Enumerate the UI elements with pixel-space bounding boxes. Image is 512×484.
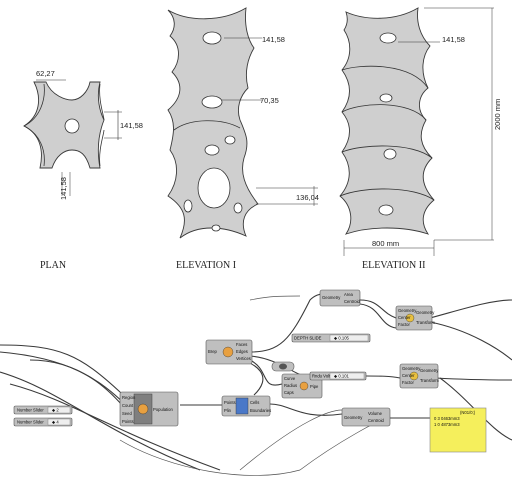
brep-out-faces: Faces: [236, 342, 247, 347]
depth-slider[interactable]: DEPTH SLIDE ◆ 0.105: [291, 333, 371, 343]
pipe-in-caps: Caps: [284, 390, 294, 395]
elev1-hole-4: [204, 144, 220, 156]
elev1-hole-3: [224, 135, 236, 145]
brep-out-vertices: Vertices: [236, 356, 251, 361]
voronoi-component[interactable]: Points Plin Cells Boundaries: [221, 395, 271, 417]
volume-in-geometry: Geometry: [344, 415, 363, 420]
slider-1-value: ◆ 2: [52, 408, 59, 413]
area-component[interactable]: Geometry Area Centroid: [319, 289, 360, 307]
panel-line-2: 1 0 4873mm3: [434, 422, 460, 427]
output-panel[interactable]: (N01/0;) 0 3 0463mm3 1 0 4873mm3: [429, 407, 487, 453]
plan-label: PLAN: [40, 260, 66, 271]
elevation2-shape: [339, 7, 435, 235]
area-in-geometry: Geometry: [322, 295, 341, 300]
plan-dim-bottom: 141,58: [59, 177, 68, 200]
voronoi-icon: [235, 397, 249, 415]
elevation1-view: 141,58 70,35 136,04 ELEVATION I: [167, 7, 319, 271]
slider-1-name: Number Slider: [17, 408, 44, 413]
plan-dim-right: 141,58: [120, 121, 143, 130]
brep-icon: [222, 346, 234, 358]
brep-component[interactable]: Brep Faces Edges Vertices: [205, 339, 253, 365]
elevation2-view: 141,58 2000 mm 800 mm ELEVATION II: [339, 7, 502, 271]
scale-2-out-transform: Transform: [420, 378, 439, 383]
elev1-hole-5: [197, 167, 231, 209]
number-slider-2[interactable]: Number Slider ◆ 4: [13, 417, 73, 427]
area-out-area: Area: [344, 292, 354, 297]
depth-slider-value: ◆ 0.105: [334, 336, 350, 341]
elevation2-label: ELEVATION II: [362, 260, 425, 271]
depth-slider-name: DEPTH SLIDE: [294, 336, 322, 341]
populate-in-region: Region: [122, 395, 136, 400]
scale-2-in-geometry: Geometry: [402, 366, 421, 371]
plan-shape: [23, 81, 105, 169]
scale-2-icon: [409, 371, 419, 381]
elev1-dim-top: 141,58: [262, 35, 285, 44]
voronoi-out-boundaries: Boundaries: [250, 408, 271, 413]
volume-component[interactable]: Geometry Volume Centroid: [341, 407, 391, 427]
elev1-hole-7: [233, 202, 243, 214]
rndu-slider[interactable]: Rndu Volt ◆ 0.101: [309, 371, 367, 381]
elev1-dim-mid: 70,35: [260, 96, 279, 105]
number-slider-1[interactable]: Number Slider ◆ 2: [13, 405, 73, 415]
voronoi-in-plin: Plin: [224, 408, 232, 413]
elev1-hole-8: [211, 224, 221, 232]
scale-2-out-geometry: Geometry: [420, 368, 439, 373]
scale-1-out-geometry: Geometry: [416, 310, 435, 315]
elev1-hole-2: [201, 95, 223, 109]
curve-param[interactable]: [271, 361, 295, 372]
rndu-slider-name: Rndu Volt: [312, 374, 331, 379]
rndu-slider-value: ◆ 0.101: [334, 374, 350, 379]
elev2-hole-1: [379, 32, 397, 44]
scale-1-in-geometry: Geometry: [398, 308, 417, 313]
scale-1-out-transform: Transform: [416, 320, 435, 325]
pipe-in-curve: Curve: [284, 376, 296, 381]
pipe-in-radius: Radius: [284, 383, 297, 388]
volume-out-centroid: Centroid: [368, 418, 384, 423]
pipe-icon: [299, 381, 309, 391]
populate-title: Population: [153, 407, 173, 412]
voronoi-in-points: Points: [224, 400, 236, 405]
populate-icon: [137, 403, 149, 415]
elev2-dim-width: 800 mm: [372, 239, 399, 248]
panel-header: (N01/0;): [460, 410, 476, 415]
plan-dim-top: 62,27: [36, 69, 55, 78]
elev2-hole-2: [379, 93, 393, 103]
scale-2-in-factor: Factor: [402, 380, 414, 385]
brep-out-edges: Edges: [236, 349, 248, 354]
scale-1-icon: [405, 313, 415, 323]
volume-out-volume: Volume: [368, 411, 383, 416]
elev2-dim-top: 141,58: [442, 35, 465, 44]
pipe-title: Pipe: [310, 384, 319, 389]
slider-2-value: ◆ 4: [52, 420, 59, 425]
curve-param-icon: [279, 363, 287, 370]
grasshopper-canvas: Number Slider ◆ 2 Number Slider ◆ 4 Regi…: [0, 289, 512, 476]
plan-hole: [64, 118, 80, 134]
elev1-dim-low: 136,04: [296, 193, 319, 202]
voronoi-out-cells: Cells: [250, 400, 259, 405]
scale-2-in-center: Center: [402, 373, 415, 378]
slider-2-name: Number Slider: [17, 420, 44, 425]
populate-in-seed: Seed: [122, 411, 132, 416]
plan-view: 62,27 141,58 141,58 PLAN: [23, 69, 143, 271]
elev1-hole-6: [183, 199, 193, 213]
scale-1-in-factor: Factor: [398, 322, 410, 327]
elev2-hole-3: [383, 148, 397, 160]
panel-line-1: 0 3 0463mm3: [434, 416, 460, 421]
scale-1-in-center: Center: [398, 315, 411, 320]
scale-component-1[interactable]: Geometry Center Factor Geometry Transfor…: [395, 305, 435, 331]
populate-in-count: Count: [122, 403, 134, 408]
elevation1-label: ELEVATION I: [176, 260, 236, 271]
populate-component[interactable]: Region Count Seed Points Population: [119, 391, 179, 427]
elevation1-shape: [167, 7, 259, 239]
elev2-hole-4: [378, 204, 394, 216]
elev1-hole-1: [202, 31, 222, 45]
area-out-centroid: Centroid: [344, 299, 360, 304]
populate-in-points: Points: [122, 419, 134, 424]
elev2-dim-height: 2000 mm: [493, 99, 502, 130]
brep-in: Brep: [208, 349, 218, 354]
scale-component-2[interactable]: Geometry Center Factor Geometry Transfor…: [399, 363, 439, 389]
